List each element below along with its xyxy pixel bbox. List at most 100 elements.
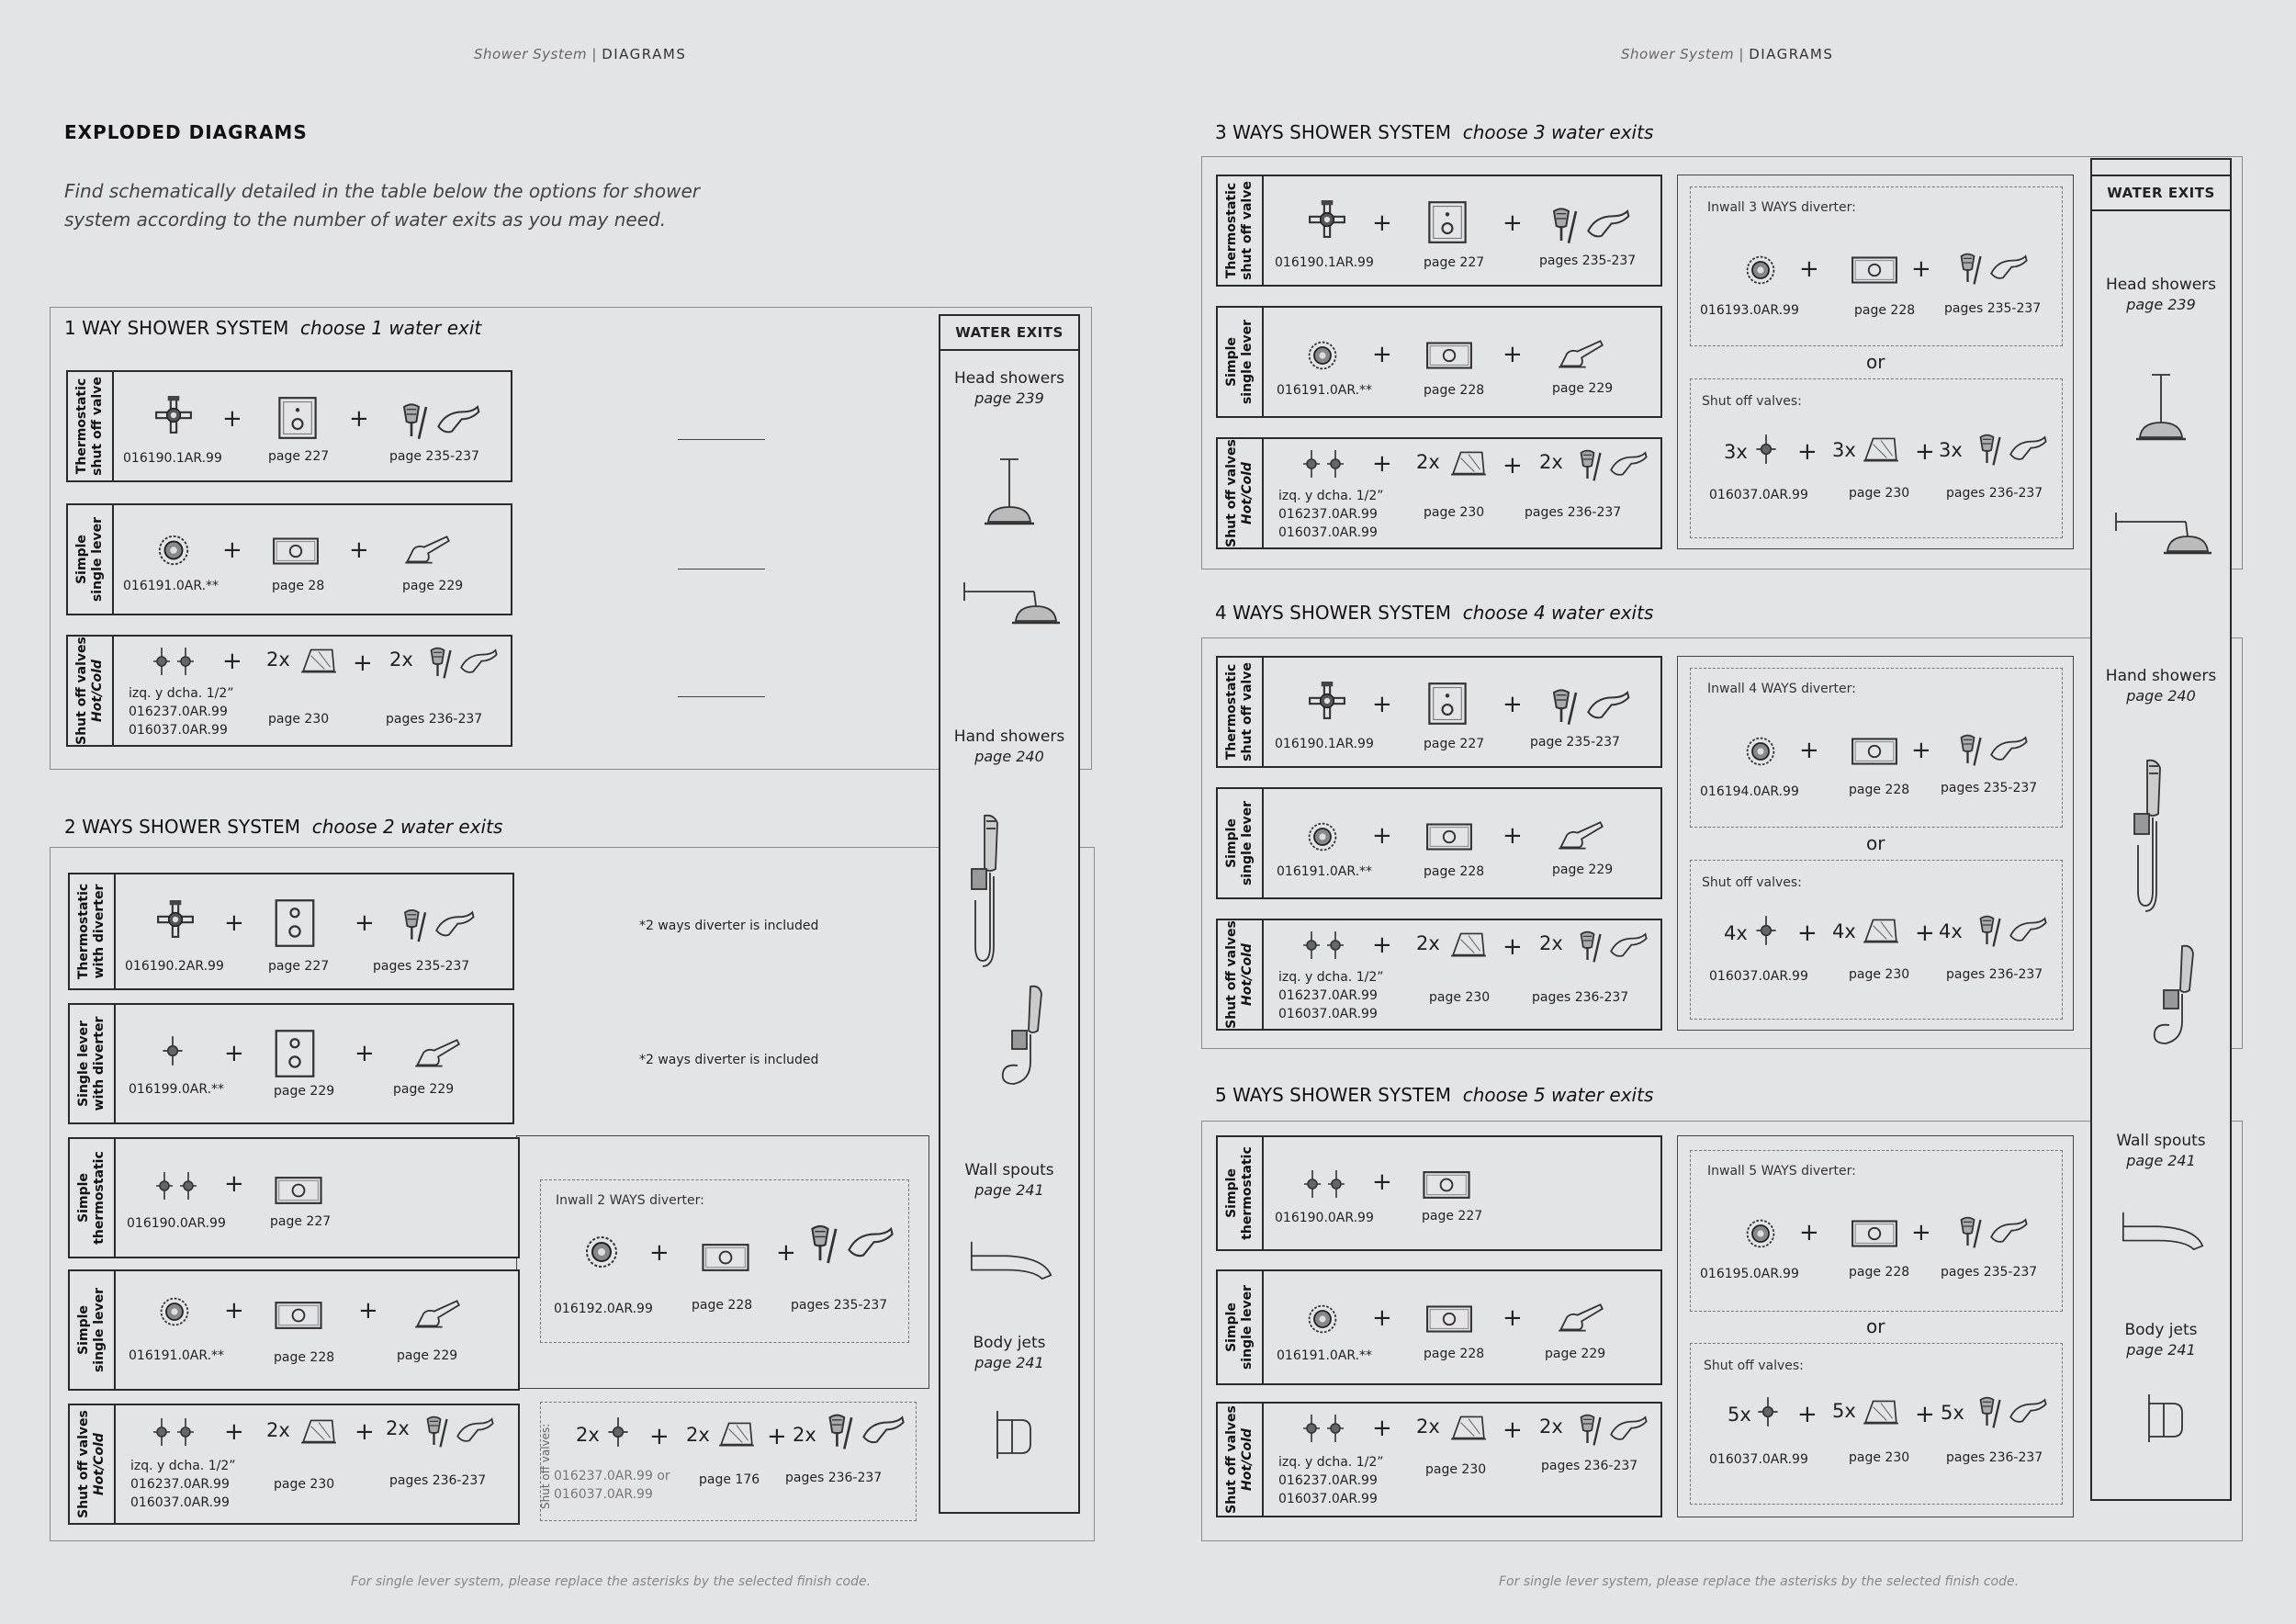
running-header-title: Shower System bbox=[1621, 46, 1735, 62]
product-code: 016191.0AR.** bbox=[123, 579, 219, 593]
row-label: Shut off valves Hot/Cold bbox=[70, 1405, 116, 1523]
plus-sign: + bbox=[1503, 1416, 1523, 1444]
footer-note-left: For single lever system, please replace … bbox=[351, 1574, 872, 1589]
plus-sign: + bbox=[355, 1040, 375, 1067]
shut-off-valve-icon bbox=[1753, 914, 1779, 947]
row-label: Simple single lever bbox=[70, 1271, 116, 1389]
page-ref: page 229 bbox=[402, 579, 464, 593]
page-ref: page 228 bbox=[1424, 864, 1485, 879]
page-ref: page 230 bbox=[268, 712, 330, 727]
s2-row-single-lever-diverter: Single lever with diverter + + 016199.0A… bbox=[68, 1003, 514, 1124]
product-code: 016190.1AR.99 bbox=[1275, 255, 1374, 270]
ceiling-head-shower-icon bbox=[2129, 373, 2193, 446]
section-subtitle: choose 5 water exits bbox=[1462, 1084, 1654, 1106]
plus-sign: + bbox=[1915, 1401, 1935, 1428]
or-separator: or bbox=[1866, 832, 1885, 854]
section-3-title: 3 WAYS SHOWER SYSTEM choose 3 water exit… bbox=[1215, 121, 1653, 143]
row-label-main: Shut off valves bbox=[1224, 1405, 1239, 1514]
product-code: 016037.0AR.99 bbox=[1709, 488, 1808, 502]
multiplier: 5x bbox=[1832, 1400, 1856, 1422]
row-label-text: Thermostatic with diverter bbox=[76, 883, 107, 980]
multiplier: 2x bbox=[1539, 932, 1563, 954]
plus-sign: + bbox=[355, 909, 375, 937]
plus-sign: + bbox=[224, 1170, 244, 1198]
plus-sign: + bbox=[776, 1239, 796, 1267]
row-label-text: Simple single lever bbox=[76, 1287, 107, 1373]
row-label-text: Simple single lever bbox=[1224, 800, 1255, 886]
product-code: 016237.0AR.99 bbox=[1278, 507, 1378, 522]
plus-sign: + bbox=[1799, 737, 1819, 764]
plus-sign: + bbox=[1372, 1168, 1392, 1196]
trapezoid-plate-icon bbox=[717, 1419, 756, 1449]
running-header-separator: | bbox=[1739, 46, 1744, 62]
s3-inwall-box: Inwall 3 WAYS diverter: + + 016193.0AR.9… bbox=[1690, 186, 2063, 346]
s4-combo-frame bbox=[1677, 656, 2074, 1031]
page-ref: page 227 bbox=[1422, 1209, 1483, 1224]
plus-sign: + bbox=[1372, 341, 1392, 368]
page-heading: EXPLODED DIAGRAMS bbox=[64, 121, 308, 143]
page-ref: page 227 bbox=[268, 449, 330, 464]
plus-sign: + bbox=[224, 1418, 244, 1446]
plus-sign: + bbox=[1799, 255, 1819, 283]
plus-sign: + bbox=[1503, 209, 1523, 237]
section-subtitle: choose 4 water exits bbox=[1462, 602, 1654, 624]
multiplier: 3x bbox=[1832, 439, 1856, 461]
plus-sign: + bbox=[1797, 438, 1818, 466]
page-ref: pages 236-237 bbox=[1525, 505, 1622, 520]
row-label-text: Shut off valves Hot/Cold bbox=[74, 637, 106, 745]
s2-combo-frame bbox=[516, 1135, 929, 1389]
plus-sign: + bbox=[1503, 691, 1523, 718]
row-label-text: Simple thermostatic bbox=[76, 1151, 107, 1245]
plus-sign: + bbox=[222, 648, 242, 675]
page-ref: page 230 bbox=[1425, 1462, 1487, 1477]
row-label-sub: Hot/Cold bbox=[1240, 462, 1255, 524]
exit-page: page 239 bbox=[974, 389, 1044, 407]
plus-sign: + bbox=[1503, 1304, 1523, 1332]
exit-page: page 240 bbox=[2126, 687, 2196, 705]
plus-sign: + bbox=[358, 1297, 378, 1325]
lever-handle-icon bbox=[410, 1299, 465, 1330]
shower-head-hand-icon bbox=[1970, 912, 2049, 951]
page-ref: page 230 bbox=[1429, 990, 1491, 1005]
plus-sign: + bbox=[224, 1040, 244, 1067]
page-ref: page 228 bbox=[274, 1350, 335, 1365]
s3-row-thermostatic: Thermostatic shut off valve + + 016190.1… bbox=[1216, 175, 1662, 287]
row-label: Thermostatic shut off valve bbox=[1218, 176, 1264, 285]
page-ref: page 230 bbox=[1849, 1450, 1910, 1465]
section-3-frame bbox=[1201, 156, 2243, 570]
row-label: Thermostatic with diverter bbox=[70, 874, 116, 988]
shower-head-hand-icon bbox=[1950, 731, 2031, 770]
product-code: 016190.2AR.99 bbox=[125, 959, 224, 974]
shower-head-hand-icon bbox=[391, 400, 483, 444]
single-lever-knob-icon bbox=[1306, 339, 1339, 372]
shut-off-pair-icon bbox=[151, 646, 197, 677]
shower-head-hand-icon bbox=[421, 644, 500, 682]
s1-row-single-lever: Simple single lever + + 016191.0AR.** pa… bbox=[66, 503, 512, 615]
product-code: 016199.0AR.** bbox=[129, 1082, 225, 1097]
rect-plate-icon bbox=[274, 1301, 323, 1330]
exit-name: Body jets bbox=[2124, 1321, 2198, 1339]
rect-plate-icon bbox=[1851, 1219, 1898, 1248]
row-label-text: Simple single lever bbox=[1224, 1284, 1255, 1370]
s2-row-simple-thermostatic: Simple thermostatic + 016190.0AR.99 page… bbox=[68, 1137, 520, 1258]
rect-plate-icon bbox=[1425, 341, 1473, 370]
hand-shower-bar-icon bbox=[966, 812, 1012, 968]
single-lever-diverter-icon bbox=[160, 1034, 186, 1067]
square-plate-two-icon bbox=[274, 898, 316, 948]
body-jet-icon bbox=[992, 1407, 1038, 1462]
lever-handle-icon bbox=[1554, 339, 1607, 370]
exit-name: Head showers bbox=[953, 369, 1065, 388]
trapezoid-plate-icon bbox=[1449, 1413, 1488, 1442]
product-code: 016037.0AR.99 bbox=[1709, 1452, 1808, 1467]
row-label-text: Shut off valves Hot/Cold bbox=[1224, 920, 1255, 1029]
trapezoid-plate-icon bbox=[1862, 1397, 1900, 1427]
page-ref: pages 236-237 bbox=[389, 1473, 487, 1488]
multiplier: 5x bbox=[1941, 1402, 1964, 1424]
section-4-title: 4 WAYS SHOWER SYSTEM choose 4 water exit… bbox=[1215, 602, 1653, 624]
s2-row-simple-single-lever: Simple single lever + + 016191.0AR.** pa… bbox=[68, 1269, 520, 1391]
shower-head-hand-icon bbox=[1570, 446, 1649, 485]
product-code: 016191.0AR.** bbox=[1277, 1348, 1373, 1363]
